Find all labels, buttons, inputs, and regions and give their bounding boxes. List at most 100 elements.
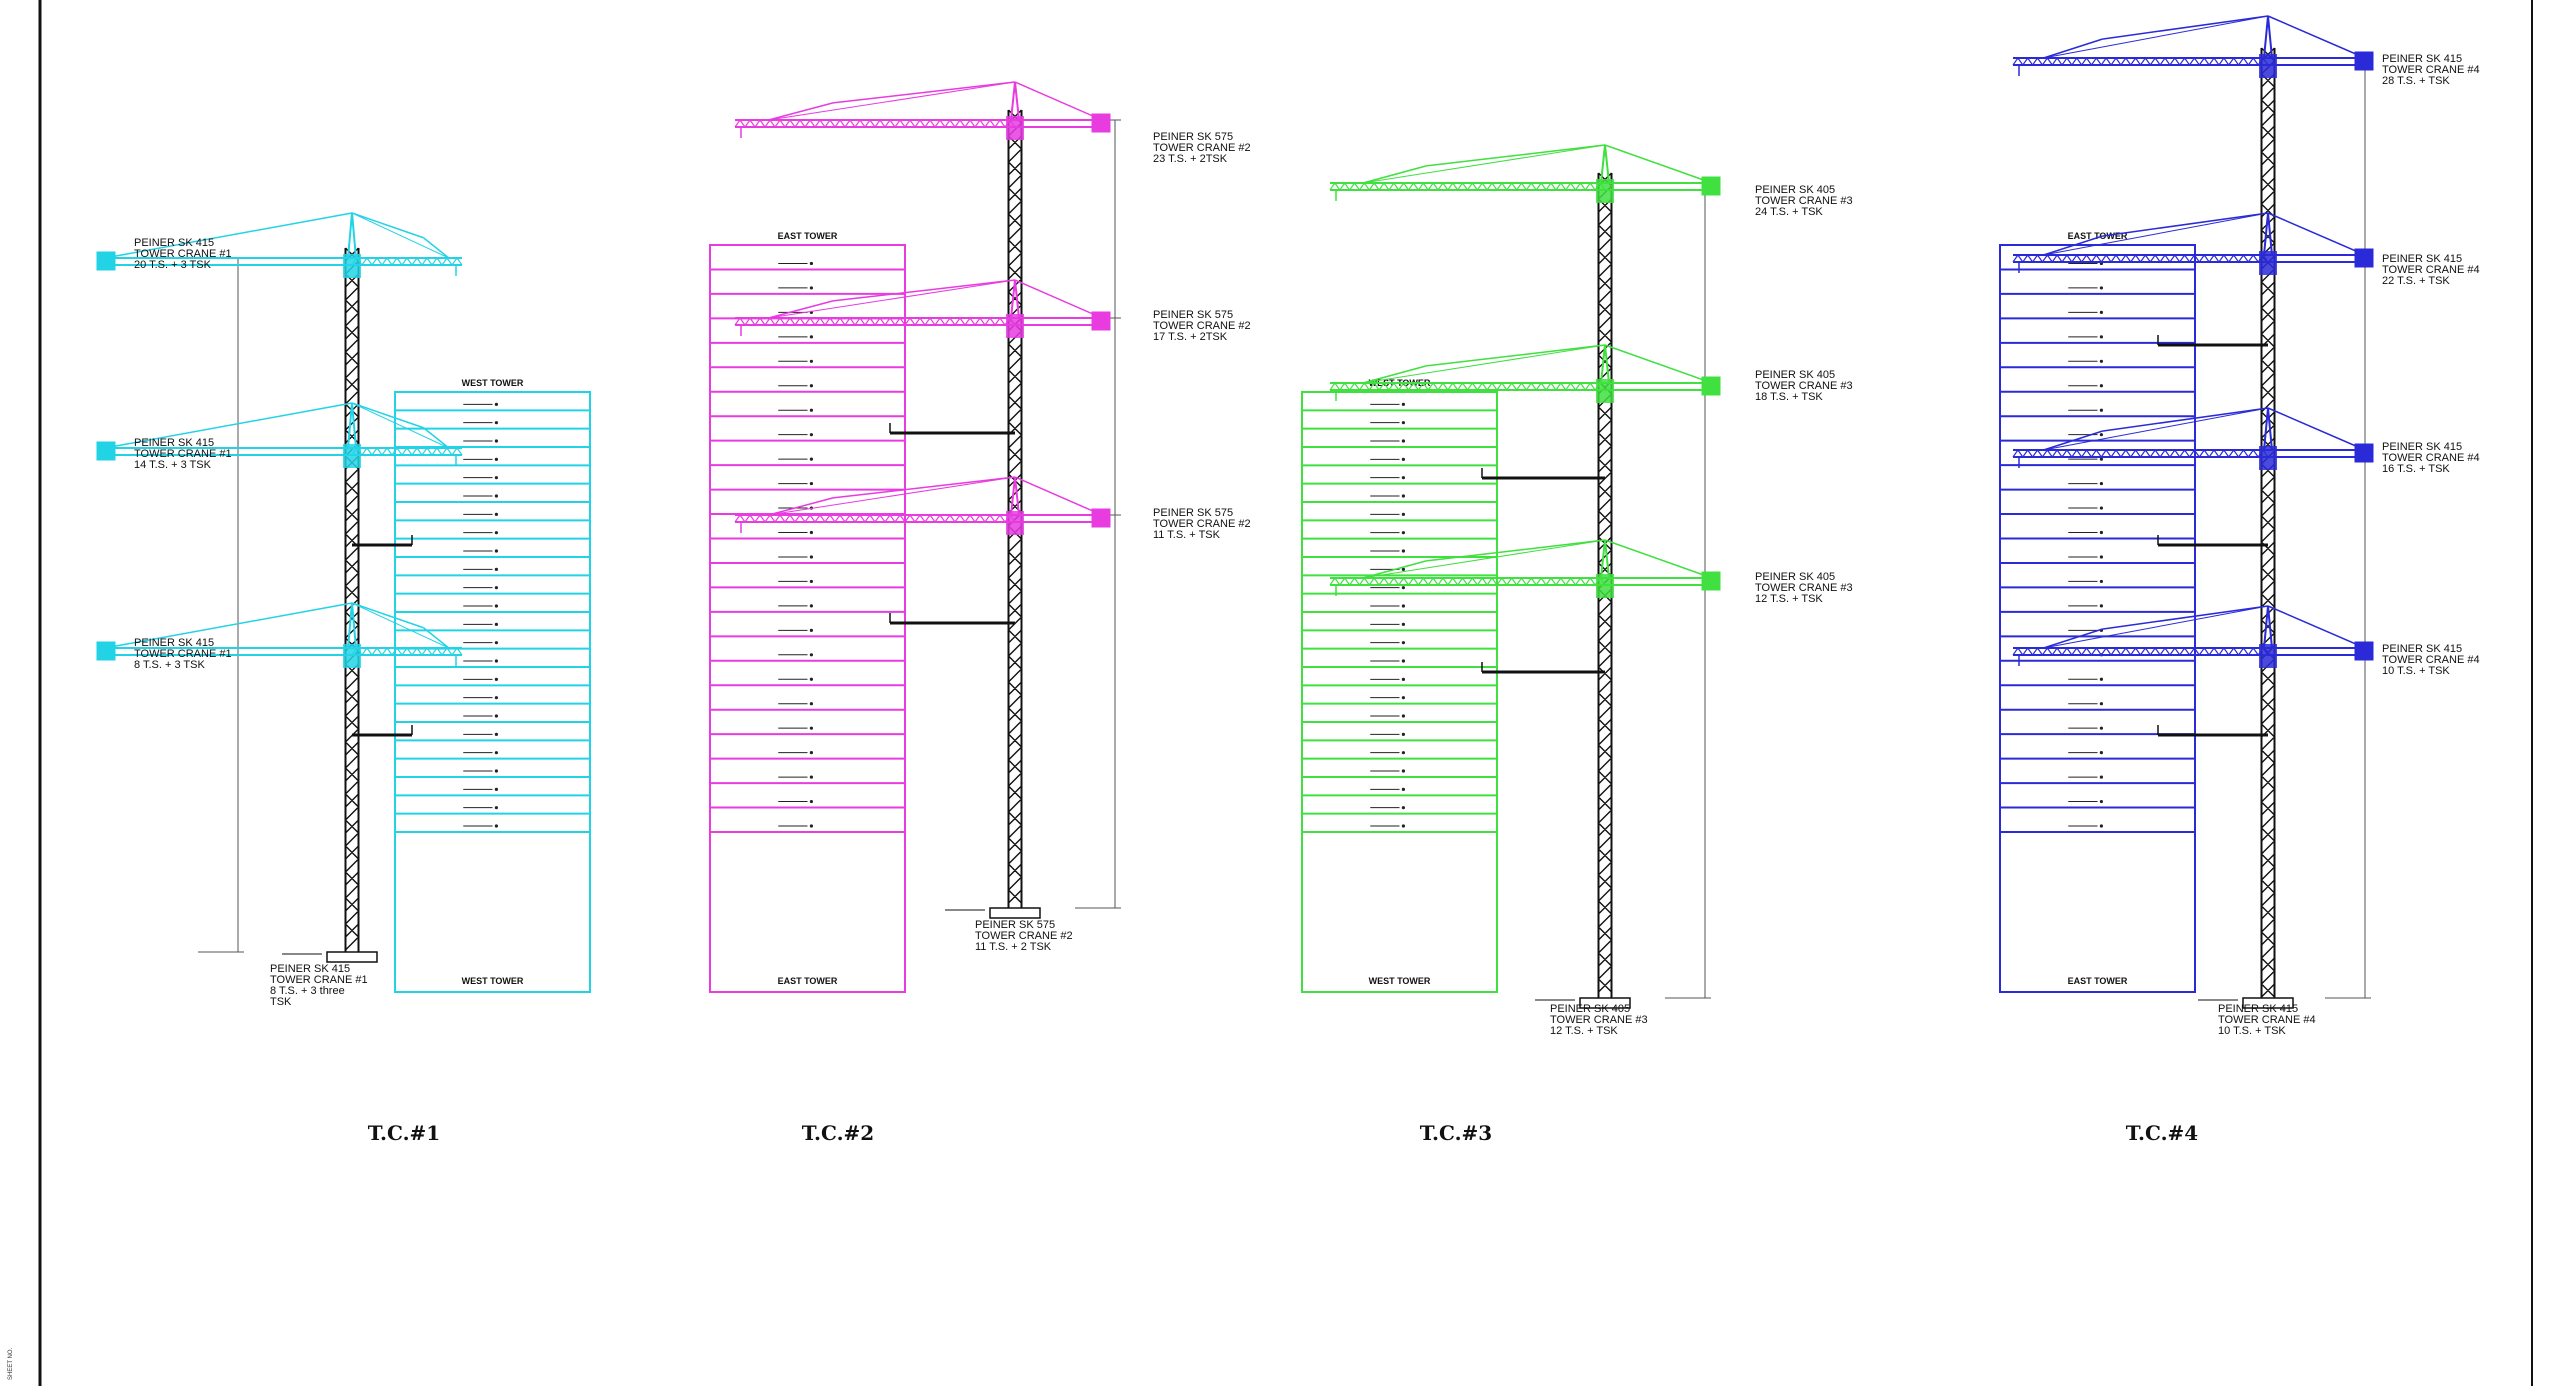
floor-elevation-mark xyxy=(2099,824,2103,828)
building-outline xyxy=(1999,244,2196,993)
tie-bar xyxy=(768,81,1016,121)
floor-elevation-mark xyxy=(494,531,498,535)
floor-elevation-mark xyxy=(2099,384,2103,388)
slewing-unit xyxy=(2259,446,2277,470)
floor-elevation-mark xyxy=(1401,824,1405,828)
crane-config-label-line: 8 T.S. + 3 TSK xyxy=(134,659,205,671)
jib-lattice xyxy=(2012,646,2269,656)
counterweight xyxy=(96,441,116,461)
tie-bar xyxy=(423,427,450,449)
floor-elevation-mark xyxy=(494,567,498,571)
tie-bar xyxy=(351,402,450,449)
crane-apex xyxy=(2267,212,2273,256)
floor-elevation-mark xyxy=(2099,286,2103,290)
mast-lattice xyxy=(345,247,359,951)
tie-bar xyxy=(2043,430,2103,451)
floor-elevation-mark xyxy=(2099,799,2103,804)
floor-elevation-mark xyxy=(494,604,498,608)
slewing-unit xyxy=(2259,54,2277,78)
floor-elevation-mark xyxy=(809,457,814,461)
jib-lattice xyxy=(351,256,463,266)
crane-config-label-line: TOWER CRANE #1 xyxy=(134,248,232,260)
crane-base-label-line: TOWER CRANE #3 xyxy=(1550,1014,1648,1026)
counterweight xyxy=(1091,311,1111,331)
slewing-unit xyxy=(1596,379,1614,403)
crane-config-label-line: 23 T.S. + 2TSK xyxy=(1153,153,1228,165)
tie-bar xyxy=(2102,212,2269,237)
crane-config-label-line: 18 T.S. + TSK xyxy=(1755,391,1823,403)
crane-config-label-line: TOWER CRANE #2 xyxy=(1153,142,1251,154)
floor-elevation-mark xyxy=(1401,787,1405,791)
tie-bar xyxy=(832,81,1016,104)
counterweight xyxy=(1091,113,1111,133)
floor-elevation-mark xyxy=(2099,433,2103,437)
crane-config-label-line: PEINER SK 415 xyxy=(134,637,214,649)
tie-bar xyxy=(2043,235,2103,256)
floor-elevation-mark xyxy=(494,751,498,755)
slewing-unit xyxy=(1006,116,1024,140)
jib-lattice xyxy=(2012,448,2269,458)
tie-bar xyxy=(2043,628,2103,649)
building-top-label: EAST TOWER xyxy=(778,231,838,241)
slewing-unit xyxy=(2259,644,2277,668)
tie-bar xyxy=(351,212,450,259)
floor-elevation-mark xyxy=(494,787,498,791)
floor-elevation-mark xyxy=(494,732,498,736)
crane-config-label-line: PEINER SK 405 xyxy=(1755,571,1835,583)
floor-elevation-mark xyxy=(2099,408,2103,412)
tie-bar xyxy=(1014,279,1103,319)
crane-config-label-line: TOWER CRANE #3 xyxy=(1755,380,1853,392)
floor-elevation-mark xyxy=(494,512,498,516)
floor-elevation-mark xyxy=(809,628,814,632)
crane-apex xyxy=(1600,144,1606,184)
crane-apex xyxy=(347,402,353,449)
counterweight xyxy=(2354,248,2374,268)
crane-base-label-line: PEINER SK 415 xyxy=(2218,1003,2298,1015)
tie-bar xyxy=(2102,407,2269,432)
crane-apex xyxy=(351,402,357,449)
jib-lattice xyxy=(734,513,1016,523)
crane-config-label-line: TOWER CRANE #1 xyxy=(134,648,232,660)
floor-elevation-mark xyxy=(809,653,814,657)
counterweight xyxy=(2354,443,2374,463)
crane-config-label-line: 24 T.S. + TSK xyxy=(1755,206,1823,218)
crane-apex xyxy=(1010,279,1016,319)
floor-elevation-mark xyxy=(1401,714,1405,718)
crane-config-label-line: TOWER CRANE #4 xyxy=(2382,264,2480,276)
floor-elevation-mark xyxy=(1401,751,1405,755)
floor-elevation-mark xyxy=(2099,506,2103,510)
crane-apex xyxy=(2267,605,2273,649)
crane-config-label-line: PEINER SK 405 xyxy=(1755,184,1835,196)
floor-elevation-mark xyxy=(2099,677,2103,681)
crane-base-label-line: PEINER SK 575 xyxy=(975,919,1055,931)
floor-elevation-mark xyxy=(809,335,814,339)
building-outline xyxy=(1301,391,1498,993)
crane-config-label-line: 14 T.S. + 3 TSK xyxy=(134,459,212,471)
crane-config-label-line: PEINER SK 415 xyxy=(134,237,214,249)
crane-config-label-line: 17 T.S. + 2TSK xyxy=(1153,331,1228,343)
slewing-unit xyxy=(1596,574,1614,598)
floor-elevation-mark xyxy=(2099,702,2103,706)
floor-elevation-mark xyxy=(494,402,498,406)
building-outline xyxy=(709,244,906,993)
floor-elevation-mark xyxy=(1401,586,1405,590)
tie-bar xyxy=(1604,144,1713,184)
crane-config-label-line: PEINER SK 575 xyxy=(1153,131,1233,143)
counterweight xyxy=(96,251,116,271)
building-outline xyxy=(394,391,591,993)
slewing-unit xyxy=(343,444,361,468)
jib-lattice xyxy=(734,118,1016,128)
floor-elevation-mark xyxy=(494,769,498,773)
crane-apex xyxy=(351,602,357,649)
floor-elevation-mark xyxy=(494,824,498,828)
tie-bar xyxy=(423,237,450,259)
